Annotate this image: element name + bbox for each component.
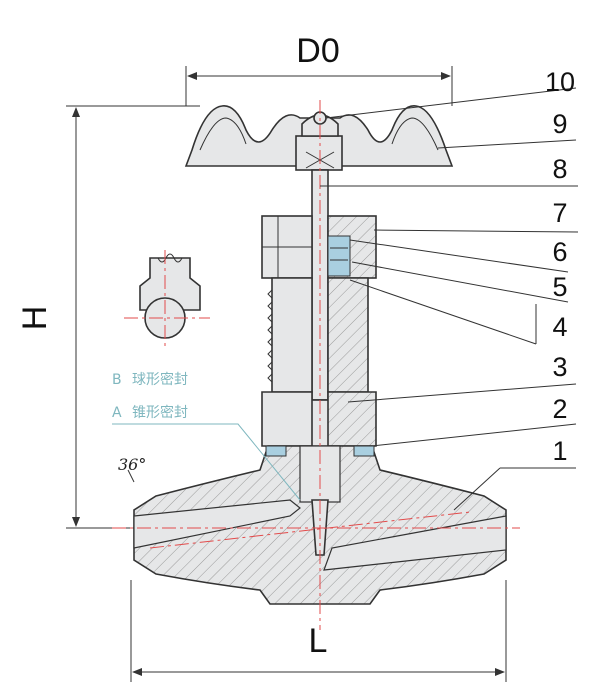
- callout-5: 5: [552, 272, 567, 302]
- callout-leaders: [320, 87, 579, 511]
- note-b-letter: B: [112, 372, 122, 388]
- dimension-l: L: [130, 580, 507, 682]
- thread-ridges: [267, 289, 273, 383]
- ball-seal-detail: [124, 250, 210, 350]
- callout-9: 9: [552, 109, 567, 139]
- callout-3: 3: [552, 352, 567, 382]
- callout-7: 7: [552, 198, 567, 228]
- seal-notes: B 球形密封 A 锥形密封 36°: [112, 371, 301, 501]
- note-b-text: 球形密封: [132, 371, 188, 388]
- dimension-d0: D0: [185, 32, 453, 106]
- note-a-text: 锥形密封: [132, 404, 188, 421]
- h-label: H: [16, 306, 54, 331]
- handwheel: [184, 105, 454, 171]
- callout-4: 4: [552, 312, 567, 342]
- callout-1: 1: [552, 436, 567, 466]
- center-lines: [112, 100, 520, 630]
- d0-label: D0: [296, 32, 339, 70]
- callouts: 10 9 8 7 6 5 4 3 2 1: [545, 67, 575, 466]
- callout-6: 6: [552, 237, 567, 267]
- bonnet: [261, 215, 377, 447]
- note-a-letter: A: [112, 405, 122, 421]
- dimension-h: H: [16, 105, 200, 529]
- callout-8: 8: [552, 154, 567, 184]
- angle-label: 36°: [118, 455, 146, 474]
- callout-10: 10: [545, 67, 575, 97]
- l-label: L: [309, 622, 328, 660]
- callout-2: 2: [552, 394, 567, 424]
